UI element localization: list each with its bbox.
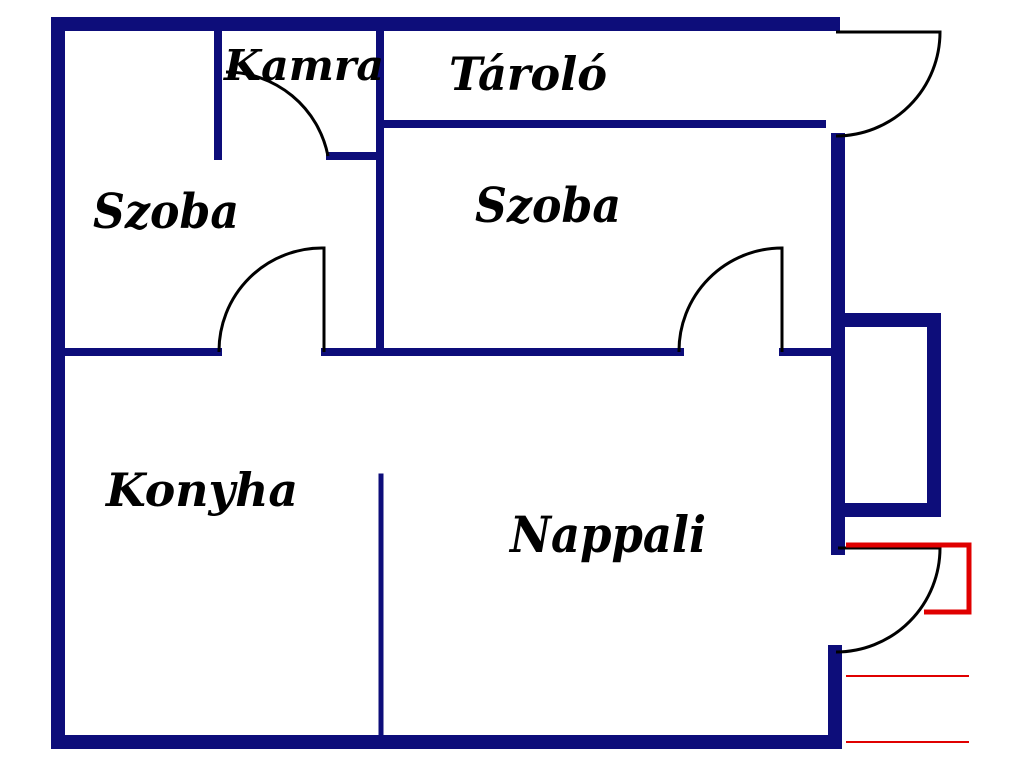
room-label-szoba-left: Szoba bbox=[93, 184, 239, 240]
door-szoba-left bbox=[217, 246, 326, 353]
room-label-nappali: Nappali bbox=[508, 505, 706, 564]
landing-outline bbox=[846, 542, 972, 615]
doors bbox=[217, 30, 942, 654]
interior-walls bbox=[58, 24, 837, 356]
bay-window-wall bbox=[831, 313, 941, 517]
room-label-tarolo: Tároló bbox=[449, 47, 607, 101]
room-label-konyha: Konyha bbox=[104, 463, 298, 517]
door-tarolo bbox=[835, 30, 942, 138]
outer-walls bbox=[51, 17, 941, 749]
room-label-kamra: Kamra bbox=[223, 41, 384, 90]
door-szoba-right bbox=[677, 246, 784, 353]
stair-marks bbox=[846, 542, 972, 743]
room-label-szoba-right: Szoba bbox=[475, 178, 621, 234]
room-labels: Kamra Tároló Szoba Szoba Konyha Nappali bbox=[93, 41, 706, 564]
outer-wall-main bbox=[51, 17, 842, 749]
door-kamra bbox=[225, 70, 330, 157]
door-entrance bbox=[835, 546, 942, 654]
